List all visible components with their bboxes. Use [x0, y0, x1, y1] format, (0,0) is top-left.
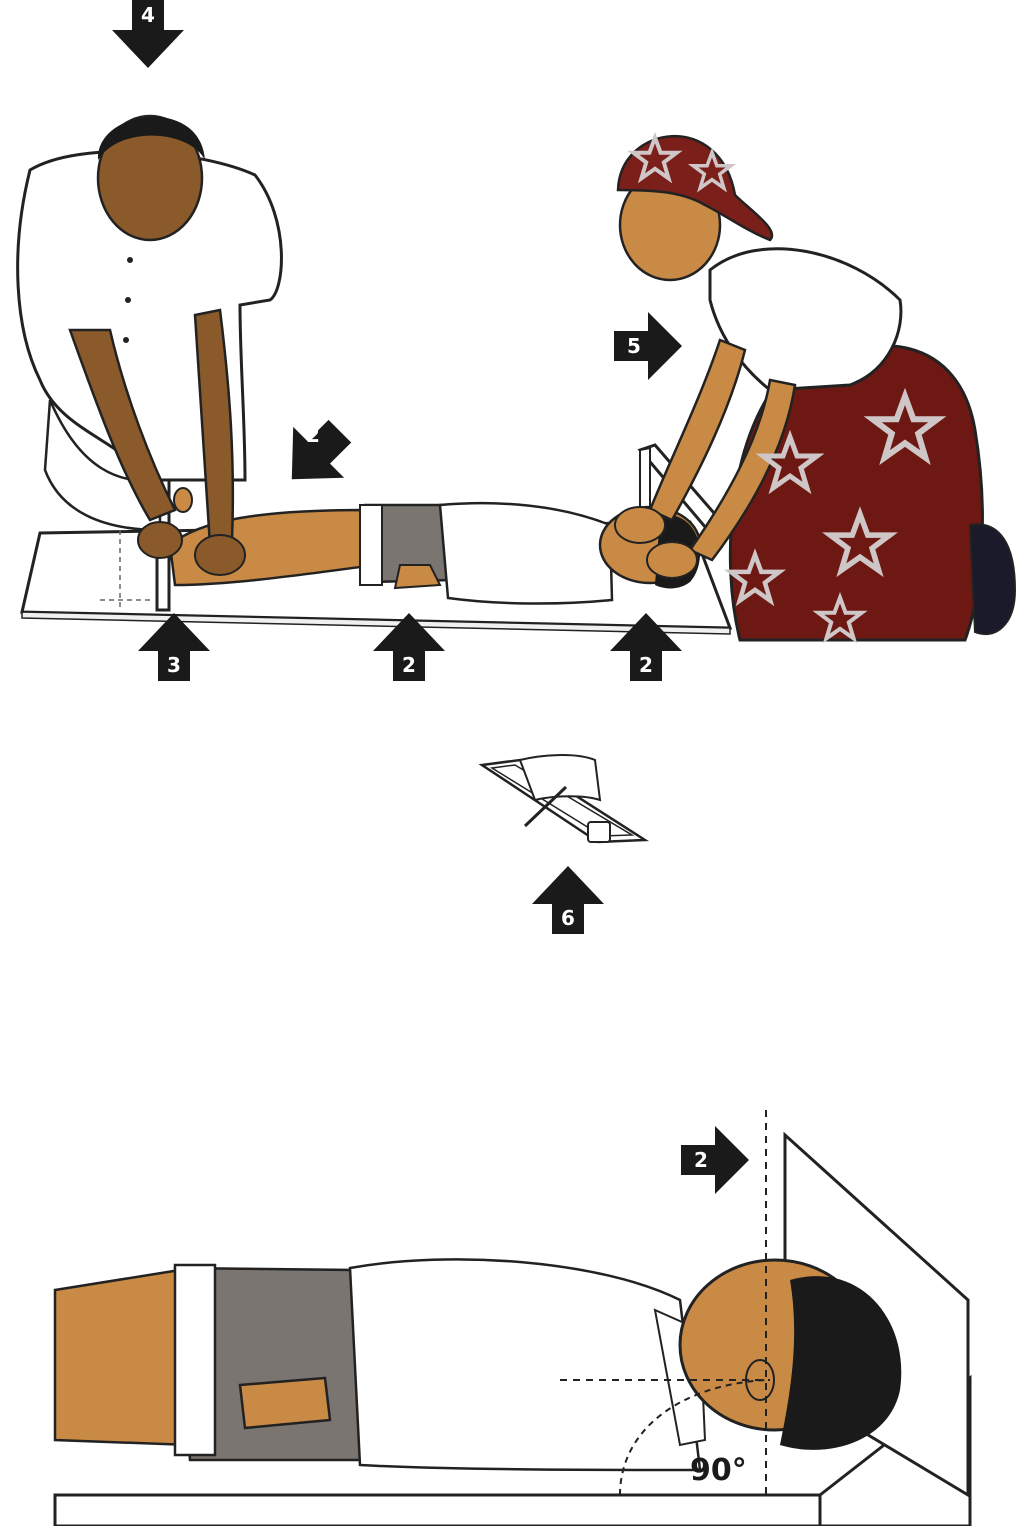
woman-assistant: [615, 136, 1015, 640]
top-scene: 4 5 2 3 2 2: [18, 0, 1015, 681]
marker-6: 6: [532, 866, 604, 934]
marker-3-label: 3: [167, 653, 181, 677]
marker-5: 5: [614, 312, 682, 380]
marker-4: 4: [112, 0, 184, 68]
marker-2-board-left-label: 2: [402, 653, 416, 677]
marker-2-board-right-label: 2: [639, 653, 653, 677]
headpiece-detail: [482, 755, 645, 842]
marker-2-diagonal-label: 2: [306, 423, 320, 447]
marker-2-diagonal: 2: [266, 406, 365, 505]
marker-2-closeup: 2: [681, 1126, 749, 1194]
marker-6-label: 6: [561, 906, 575, 930]
marker-2-closeup-label: 2: [694, 1148, 708, 1172]
angle-label: 90°: [690, 1453, 747, 1488]
marker-3: 3: [138, 613, 210, 681]
marker-5-label: 5: [627, 334, 641, 358]
man-measurer: [18, 116, 282, 575]
marker-4-label: 4: [141, 3, 155, 27]
closeup-scene: 90°: [55, 1110, 970, 1526]
